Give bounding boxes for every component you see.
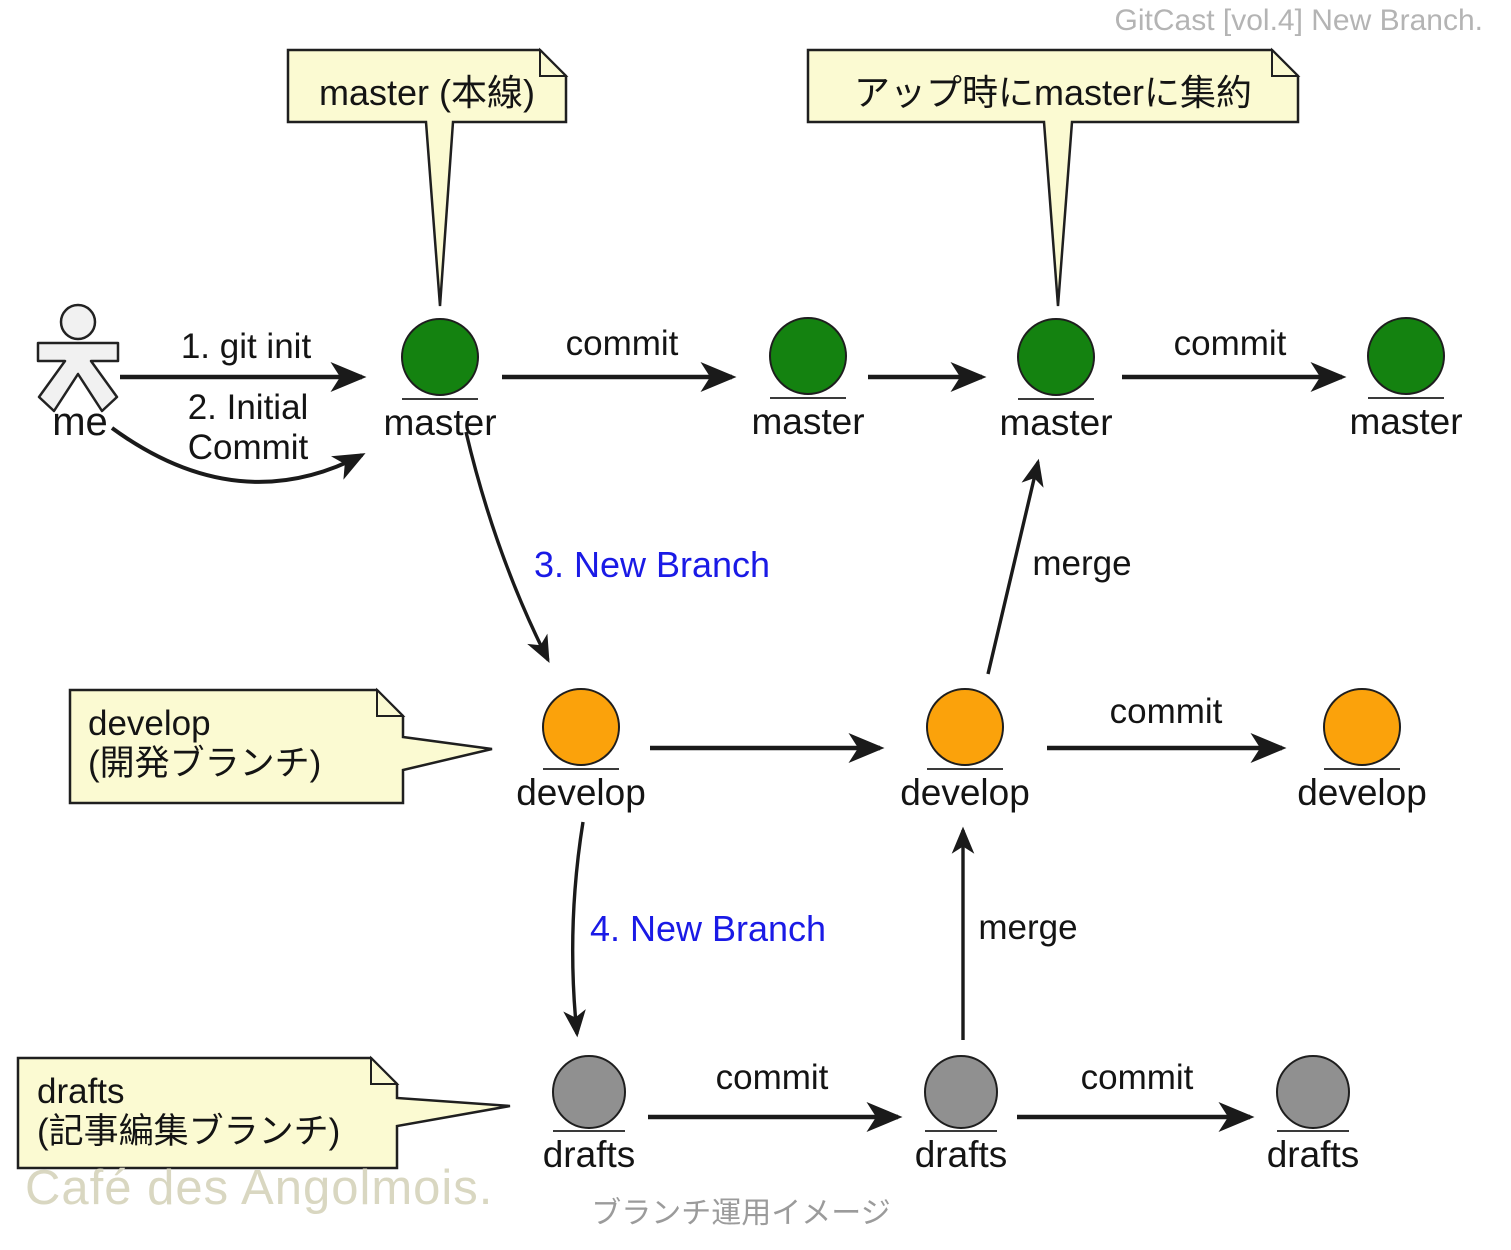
edge-label-commit-master-2: commit	[1173, 324, 1287, 363]
commit-node-master-4	[1367, 317, 1445, 395]
commit-node-master-2	[769, 317, 847, 395]
note-develop-fold	[376, 687, 406, 717]
commit-node-master-3	[1017, 318, 1095, 396]
actor-label: me	[52, 400, 108, 444]
commit-node-drafts-3	[1276, 1055, 1350, 1129]
edge-label-merge-2: merge	[978, 908, 1078, 947]
note-drafts-label: drafts (記事編集ブランチ)	[37, 1072, 340, 1152]
note-develop-line1: develop	[88, 704, 211, 743]
person-icon	[36, 303, 120, 413]
edge-new-branch-4	[563, 821, 586, 1038]
node-label-drafts-2: drafts	[914, 1134, 1008, 1175]
edge-label-new-branch-4: 4. New Branch	[589, 908, 827, 949]
edge-label-new-branch-3: 3. New Branch	[533, 544, 771, 585]
page-title: GitCast [vol.4] New Branch.	[1114, 4, 1483, 37]
node-label-master-1: master	[383, 402, 497, 443]
note-drafts-fold	[370, 1055, 400, 1085]
note-master-label: master (本線)	[318, 72, 536, 113]
edge-label-commit-develop: commit	[1109, 692, 1223, 731]
node-label-develop-2: develop	[900, 772, 1030, 813]
commit-node-develop-1	[542, 688, 620, 766]
edge-label-merge-1: merge	[1032, 544, 1132, 583]
edge-label-commit-drafts-1: commit	[715, 1058, 829, 1097]
note-aggregate-label: アップ時にmasterに集約	[853, 72, 1253, 113]
commit-node-develop-2	[926, 688, 1004, 766]
diagram-caption: ブランチ運用イメージ	[591, 1197, 891, 1230]
watermark: Café des Angolmois.	[25, 1161, 494, 1215]
edge-label-commit-drafts-2: commit	[1080, 1058, 1194, 1097]
note-aggregate-fold	[1271, 47, 1301, 77]
note-drafts-line1: drafts	[37, 1072, 125, 1111]
note-drafts-line2: (記事編集ブランチ)	[37, 1111, 341, 1151]
edge-label-initial-commit-line2: Commit	[187, 428, 309, 468]
note-develop-label: develop (開発ブランチ)	[88, 704, 321, 784]
edge-initial-commit	[110, 426, 366, 484]
node-label-master-4: master	[1349, 401, 1463, 442]
edge-label-commit-master-1: commit	[565, 324, 679, 363]
node-label-develop-3: develop	[1297, 772, 1427, 813]
node-label-drafts-3: drafts	[1266, 1134, 1360, 1175]
commit-node-develop-3	[1323, 688, 1401, 766]
edge-label-git-init: 1. git init	[180, 327, 312, 366]
edge-new-branch-3	[464, 431, 550, 664]
edge-label-initial-commit-line1: 2. Initial	[187, 388, 309, 427]
node-label-drafts-1: drafts	[542, 1134, 636, 1175]
commit-node-master-1	[401, 318, 479, 396]
node-label-develop-1: develop	[516, 772, 646, 813]
commit-node-drafts-1	[552, 1055, 626, 1129]
note-develop-line2: (開発ブランチ)	[88, 743, 322, 783]
commit-node-drafts-2	[924, 1055, 998, 1129]
node-label-master-2: master	[751, 401, 865, 442]
note-master-fold	[539, 47, 569, 77]
edge-merge-develop-master	[986, 458, 1044, 675]
node-label-master-3: master	[999, 402, 1113, 443]
edge-label-initial-commit: 2. Initial Commit	[188, 388, 309, 469]
